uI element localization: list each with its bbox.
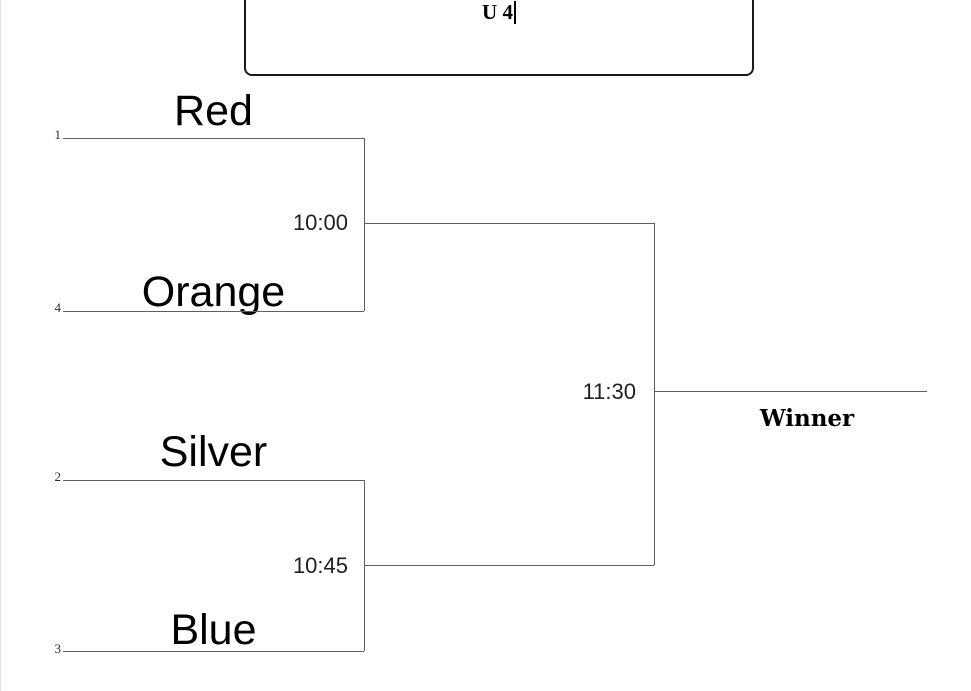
- bracket-join-final: [654, 223, 655, 565]
- bracket-join-match1: [364, 138, 365, 311]
- match2-time-field[interactable]: 10:45: [292, 553, 348, 578]
- bracket-title-input[interactable]: [244, 0, 754, 76]
- final-time-field[interactable]: 11:30: [582, 379, 636, 404]
- seed-label: 4: [54, 300, 62, 315]
- match1-time-field[interactable]: 10:00: [292, 210, 348, 235]
- bracket-line-slot2: [63, 480, 364, 481]
- bracket-line-slot4: [63, 311, 364, 312]
- bracket-line-slot3: [63, 651, 364, 652]
- bracket-connector-match1: [364, 223, 654, 224]
- winner-line: [654, 391, 927, 392]
- team-name-field[interactable]: Orange: [141, 268, 286, 316]
- bracket-line-slot1: [63, 138, 364, 139]
- bracket-title-text: U 4: [482, 0, 513, 24]
- seed-label: 1: [54, 127, 62, 142]
- team-name-field[interactable]: Silver: [159, 428, 268, 476]
- text-cursor: [513, 0, 516, 24]
- team-name-field[interactable]: Blue: [170, 606, 257, 654]
- bracket-title-row: U 4: [244, 0, 754, 24]
- winner-label: Winner: [759, 405, 855, 432]
- seed-label: 3: [54, 641, 62, 656]
- bracket-connector-match2: [364, 565, 654, 566]
- seed-label: 2: [54, 469, 62, 484]
- team-name-field[interactable]: Red: [174, 87, 253, 135]
